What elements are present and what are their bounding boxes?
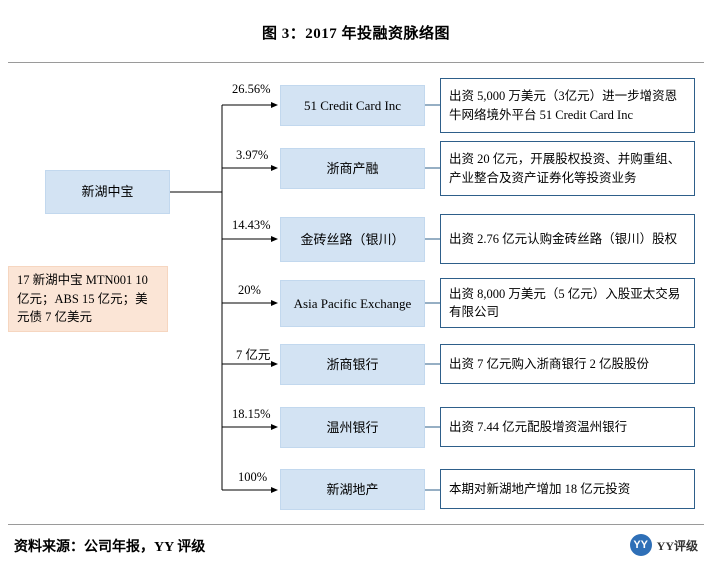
- page-title: 图 3：2017 年投融资脉络图: [261, 26, 450, 42]
- node-root-label: 新湖中宝: [81, 184, 134, 200]
- node-root: 新湖中宝: [45, 170, 170, 214]
- node-target-2: 金砖丝路（银川）: [280, 217, 425, 262]
- edge-label-5: 18.15%: [232, 407, 271, 421]
- node-detail-3: 出资 8,000 万美元（5 亿元）入股亚太交易有限公司: [440, 278, 695, 328]
- node-detail-0: 出资 5,000 万美元（3亿元）进一步增资恩牛网络境外平台 51 Credit…: [440, 78, 695, 133]
- node-target-1: 浙商产融: [280, 148, 425, 189]
- edge-label-2: 14.43%: [232, 218, 271, 232]
- node-detail-4: 出资 7 亿元购入浙商银行 2 亿股股份: [440, 344, 695, 384]
- node-detail-6: 本期对新湖地产增加 18 亿元投资: [440, 469, 695, 509]
- node-detail-2: 出资 2.76 亿元认购金砖丝路（银川）股权: [440, 214, 695, 264]
- edge-label-6: 100%: [238, 470, 268, 484]
- brand-logo: YY YY评级: [629, 534, 698, 556]
- node-target-5: 温州银行: [280, 407, 425, 448]
- brand-mark-icon: YY: [629, 534, 652, 556]
- node-issuance: 17 新湖中宝 MTN001 10 亿元；ABS 15 亿元；美元债 7 亿美元: [8, 266, 168, 332]
- node-issuance-label: 17 新湖中宝 MTN001 10 亿元；ABS 15 亿元；美元债 7 亿美元: [17, 272, 148, 325]
- edge-label-4: 7 亿元: [236, 348, 271, 362]
- bottom-divider: [8, 524, 704, 525]
- node-target-3: Asia Pacific Exchange: [280, 280, 425, 327]
- edge-label-1: 3.97%: [236, 148, 269, 162]
- node-detail-5: 出资 7.44 亿元配股增资温州银行: [440, 407, 695, 447]
- source-note: 资料来源：公司年报，YY 评级: [14, 540, 206, 555]
- node-target-0: 51 Credit Card Inc: [280, 85, 425, 126]
- edge-label-0: 26.56%: [232, 82, 271, 96]
- node-target-4: 浙商银行: [280, 344, 425, 385]
- edge-label-3: 20%: [238, 283, 261, 297]
- top-divider: [8, 62, 704, 63]
- brand-logo-label: YY评级: [656, 538, 698, 553]
- node-detail-1: 出资 20 亿元，开展股权投资、并购重组、产业整合及资产证券化等投资业务: [440, 141, 695, 196]
- node-target-6: 新湖地产: [280, 469, 425, 510]
